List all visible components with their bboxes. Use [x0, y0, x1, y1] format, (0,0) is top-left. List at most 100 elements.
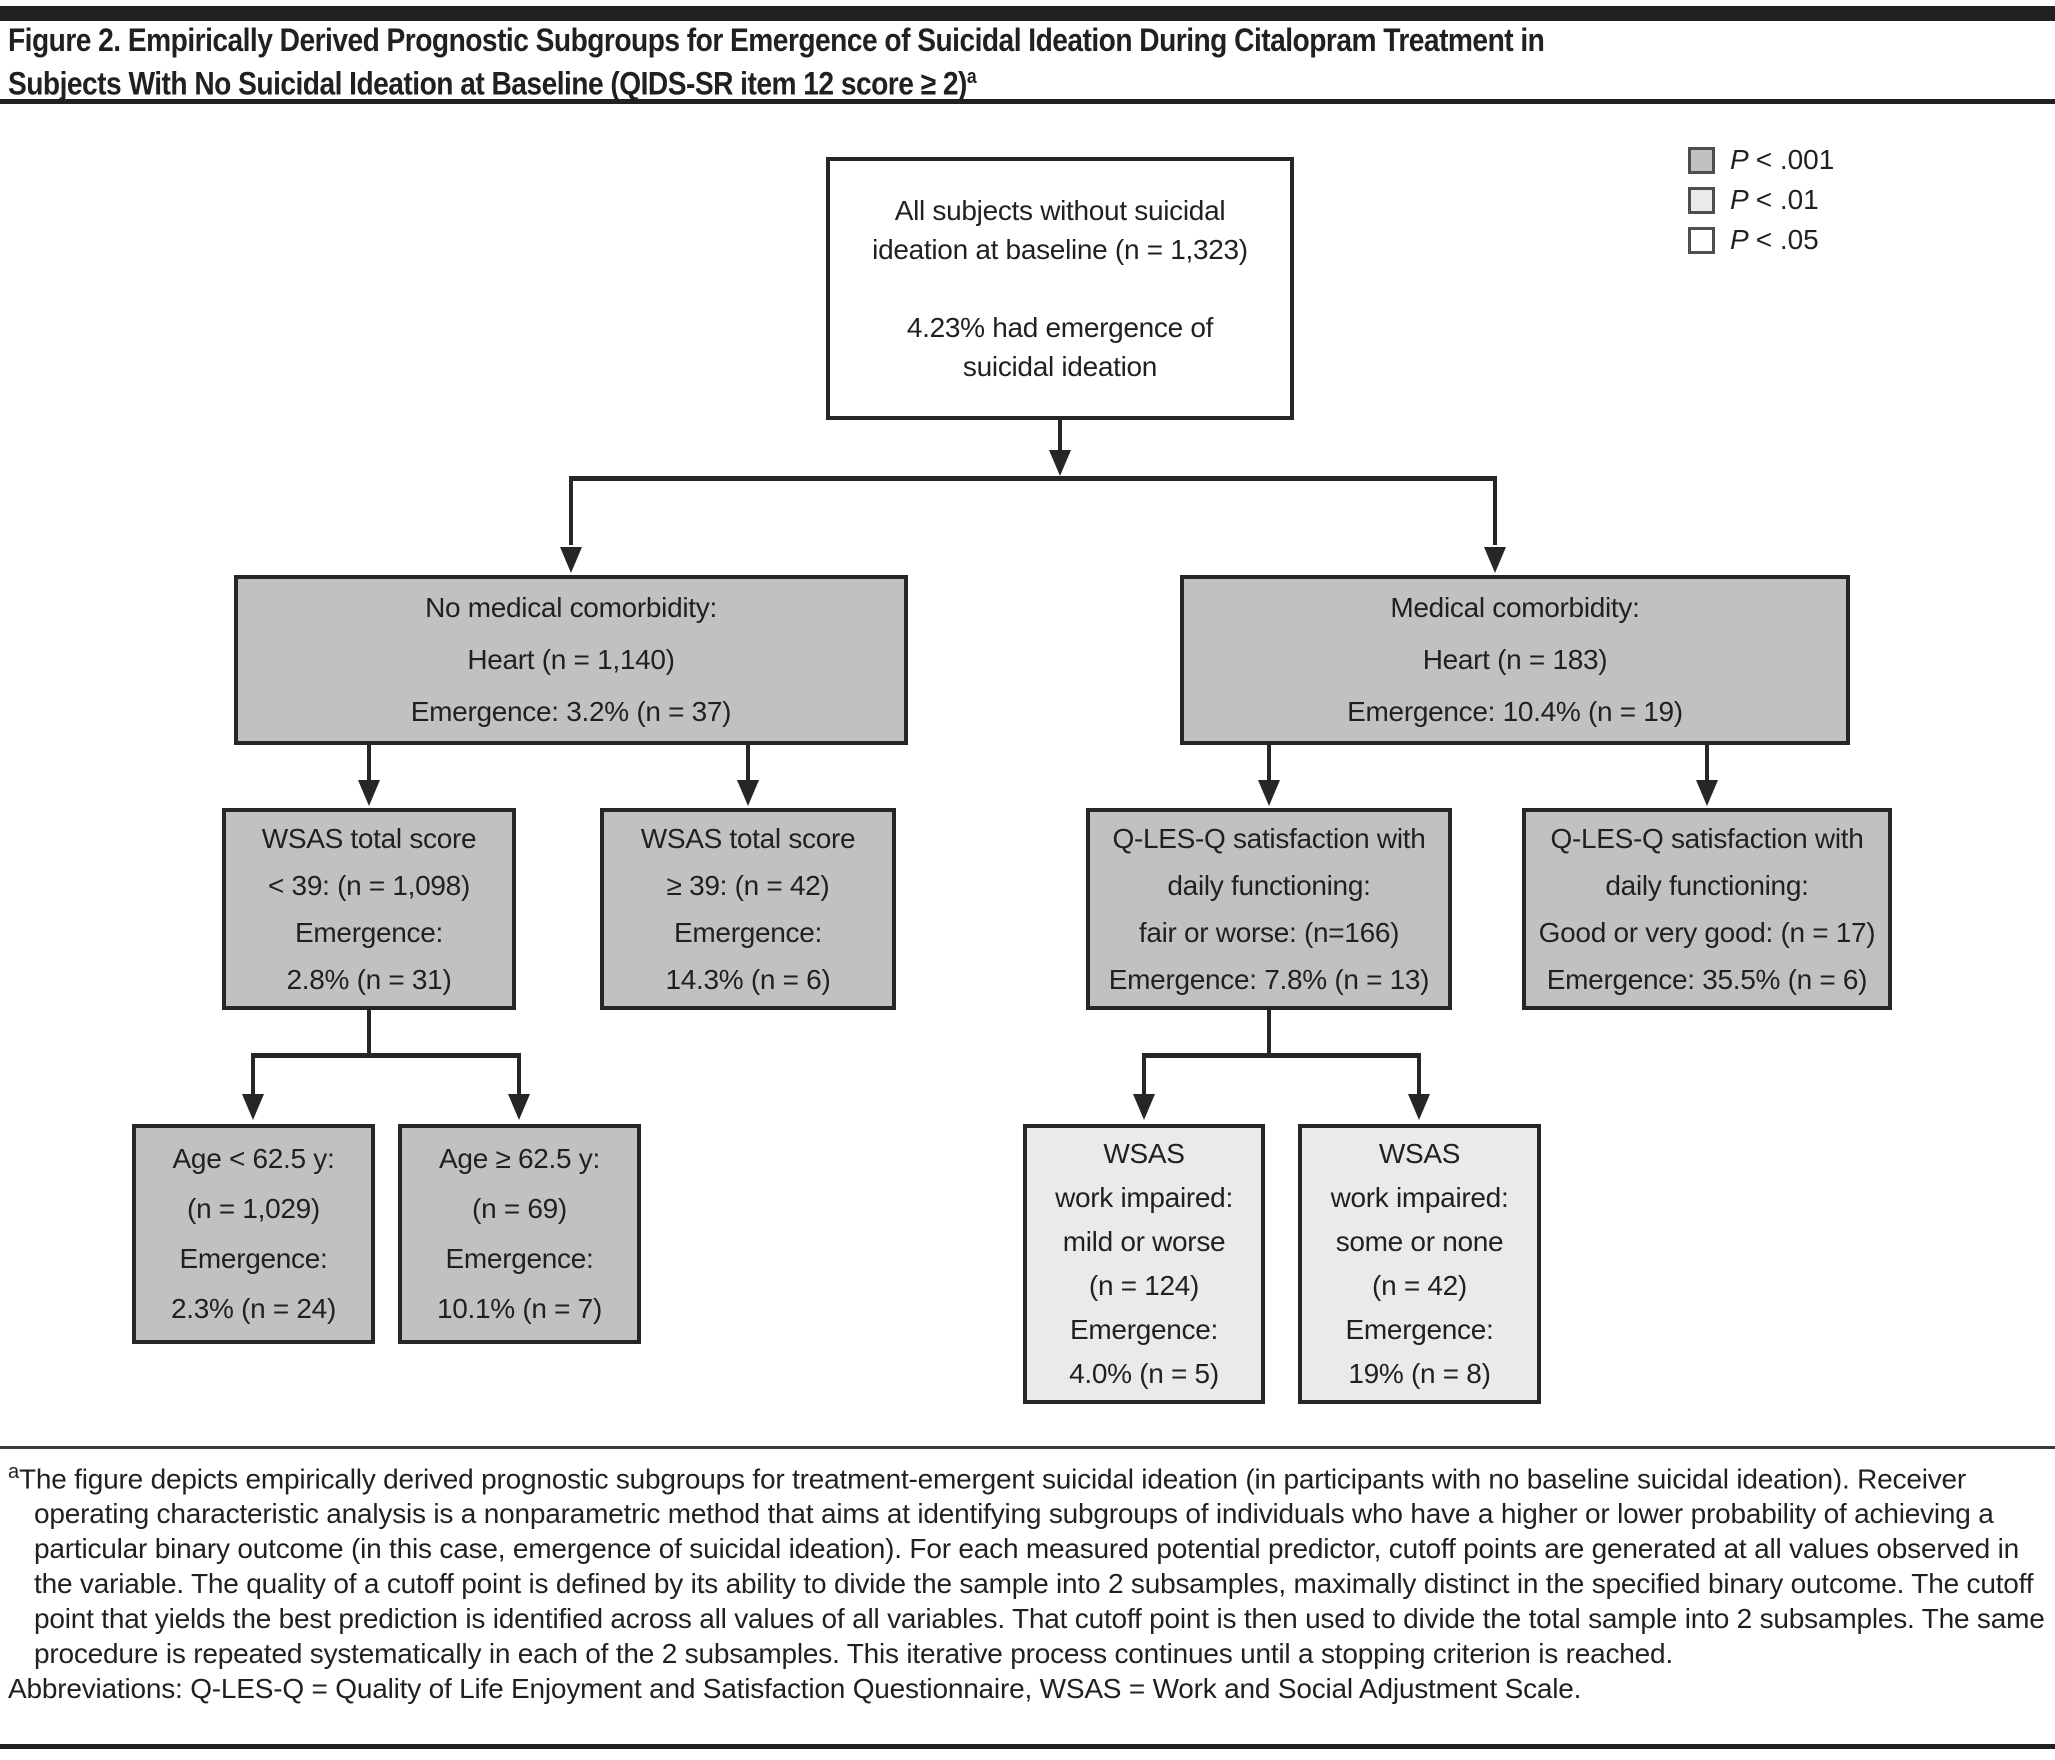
node-text-line: Emergence: [179, 1243, 328, 1274]
node-text-line: WSAS [1378, 1138, 1461, 1169]
node-wsas-work-impaired-mild-or-worse: WSAS work impaired: mild or worse (n = 124)… [1023, 1124, 1265, 1404]
figure-abbreviations: Abbreviations: Q-LES-Q = Quality of Life… [8, 1673, 1582, 1705]
legend-threshold: < .01 [1755, 184, 1819, 215]
node-text-line: Q-LES-Q satisfaction with [1550, 823, 1864, 854]
node-text-line: 2.8% (n = 31) [286, 964, 452, 995]
connector-stem-age-split [367, 1010, 371, 1053]
footnote-marker: a [8, 1461, 19, 1483]
arrowhead-comorbidity [1484, 547, 1506, 573]
node-text-line: some or none [1335, 1226, 1504, 1257]
node-text-line: Q-LES-Q satisfaction with [1112, 823, 1426, 854]
connector-stem-qlesq-fair [1267, 745, 1271, 782]
connector-root-stem [1058, 420, 1062, 450]
node-text-line: WSAS total score [640, 823, 856, 854]
node-text-line: (n = 42) [1372, 1270, 1467, 1301]
node-qlesq-fair-or-worse: Q-LES-Q satisfaction with daily functioni… [1086, 808, 1452, 1010]
node-text-line: (n = 1,029) [187, 1193, 320, 1224]
node-text-line: Emergence: 10.4% (n = 19) [1347, 696, 1683, 727]
node-text-line: mild or worse [1062, 1226, 1226, 1257]
legend-label: P< .001 [1730, 144, 1834, 176]
node-text-line: < 39: (n = 1,098) [268, 870, 470, 901]
legend-item-p05: P< .05 [1688, 224, 1834, 256]
node-text-line: Heart (n = 1,140) [467, 644, 675, 675]
node-text-line: All subjects without suicidal [894, 195, 1226, 226]
arrowhead-qlesq-good [1696, 780, 1718, 806]
connector-drop-no-comorbidity [569, 481, 573, 545]
arrowhead-work-mild [1133, 1094, 1155, 1120]
node-text-line: 10.1% (n = 7) [437, 1293, 602, 1324]
node-text-line: Medical comorbidity: [1390, 592, 1640, 623]
legend-p-symbol: P [1730, 144, 1749, 175]
node-text-line: Age < 62.5 y: [172, 1143, 335, 1174]
footnote-block: aThe figure depicts empirically derived … [8, 1455, 2050, 1706]
legend-p-symbol: P [1730, 224, 1749, 255]
node-text-line: Emergence: [445, 1243, 594, 1274]
legend-label: P< .01 [1730, 184, 1819, 216]
node-no-medical-comorbidity: No medical comorbidity: Heart (n = 1,140)… [234, 575, 908, 745]
node-text-line: (n = 124) [1088, 1270, 1200, 1301]
arrowhead-qlesq-fair [1258, 780, 1280, 806]
figure-title: Figure 2. Empirically Derived Prognostic… [8, 22, 1574, 103]
node-text-line: WSAS total score [261, 823, 477, 854]
title-divider-rule [0, 99, 2055, 104]
connector-stem-wsas-ge-39 [746, 745, 750, 782]
connector-drop-comorbidity [1493, 481, 1497, 545]
legend-threshold: < .001 [1755, 144, 1835, 175]
legend-item-p01: P< .01 [1688, 184, 1834, 216]
footnote-text: The figure depicts empirically derived p… [18, 1463, 2045, 1670]
connector-drop-age-ge [517, 1058, 521, 1094]
legend-label: P< .05 [1730, 224, 1819, 256]
arrowhead-wsas-lt-39 [358, 780, 380, 806]
node-text-line: Emergence: [1345, 1314, 1494, 1345]
node-text-line: ideation at baseline (n = 1,323) [872, 234, 1248, 265]
node-text-line: 4.23% had emergence of [906, 312, 1214, 343]
node-medical-comorbidity: Medical comorbidity: Heart (n = 183) Emerg… [1180, 575, 1850, 745]
node-text-line: Heart (n = 183) [1422, 644, 1608, 675]
legend-swatch-p05 [1688, 226, 1715, 254]
connector-stem-qlesq-good [1705, 745, 1709, 782]
node-text-line: 4.0% (n = 5) [1069, 1358, 1219, 1389]
node-text-line: No medical comorbidity: [425, 592, 717, 623]
figure-title-footnote-marker: a [966, 66, 977, 88]
connector-root-crossbar [569, 476, 1497, 481]
node-text-line: fair or worse: (n=166) [1138, 917, 1400, 948]
node-text-line: daily functioning: [1605, 870, 1809, 901]
legend-p-symbol: P [1730, 184, 1749, 215]
connector-age-crossbar [251, 1053, 521, 1058]
node-text-line: work impaired: [1055, 1182, 1233, 1213]
arrowhead-work-some [1408, 1094, 1430, 1120]
node-age-lt-62-5: Age < 62.5 y: (n = 1,029) Emergence: 2.3% (… [132, 1124, 375, 1344]
figure-title-text: Figure 2. Empirically Derived Prognostic… [8, 22, 1545, 102]
arrowhead-wsas-ge-39 [737, 780, 759, 806]
node-text-line: Emergence: [295, 917, 443, 948]
node-text-line: Good or very good: (n = 17) [1538, 917, 1876, 948]
node-wsas-work-impaired-some-or-none: WSAS work impaired: some or none (n = 42) Em… [1298, 1124, 1541, 1404]
node-text-line: 14.3% (n = 6) [665, 964, 831, 995]
figure-footnote: aThe figure depicts empirically derived … [8, 1455, 2050, 1671]
node-all-subjects: All subjects without suicidal ideation at… [826, 157, 1294, 420]
arrowhead-age-ge [508, 1094, 530, 1120]
arrowhead-age-lt [242, 1094, 264, 1120]
node-text-line: 2.3% (n = 24) [171, 1293, 336, 1324]
node-text-line: daily functioning: [1167, 870, 1371, 901]
node-text-line: ≥ 39: (n = 42) [666, 870, 830, 901]
node-text-line: work impaired: [1330, 1182, 1509, 1213]
legend: P< .001 P< .01 P< .05 [1688, 144, 1834, 266]
node-text-line: WSAS [1103, 1138, 1185, 1169]
node-qlesq-good-or-very-good: Q-LES-Q satisfaction with daily functioni… [1522, 808, 1892, 1010]
node-text-line: Emergence: 35.5% (n = 6) [1546, 964, 1868, 995]
arrowhead-root-stem [1049, 450, 1071, 476]
node-text-line: 19% (n = 8) [1348, 1358, 1491, 1389]
arrowhead-no-comorbidity [560, 547, 582, 573]
node-age-ge-62-5: Age ≥ 62.5 y:(n = 69)Emergence:10.1% (n … [398, 1124, 641, 1344]
node-wsas-ge-39: WSAS total score≥ 39: (n = 42)Emergence:… [600, 808, 896, 1010]
node-text-line: suicidal ideation [962, 351, 1158, 382]
connector-stem-wsas-lt-39 [367, 745, 371, 782]
node-text-line: Emergence: 7.8% (n = 13) [1108, 964, 1430, 995]
node-wsas-lt-39: WSAS total score < 39: (n = 1,098) Emergen… [222, 808, 516, 1010]
legend-swatch-p001 [1688, 146, 1715, 174]
node-text-line: Emergence: 3.2% (n = 37) [410, 696, 732, 727]
node-text-line: Emergence: [1070, 1314, 1218, 1345]
footnote-divider-rule [0, 1446, 2055, 1449]
